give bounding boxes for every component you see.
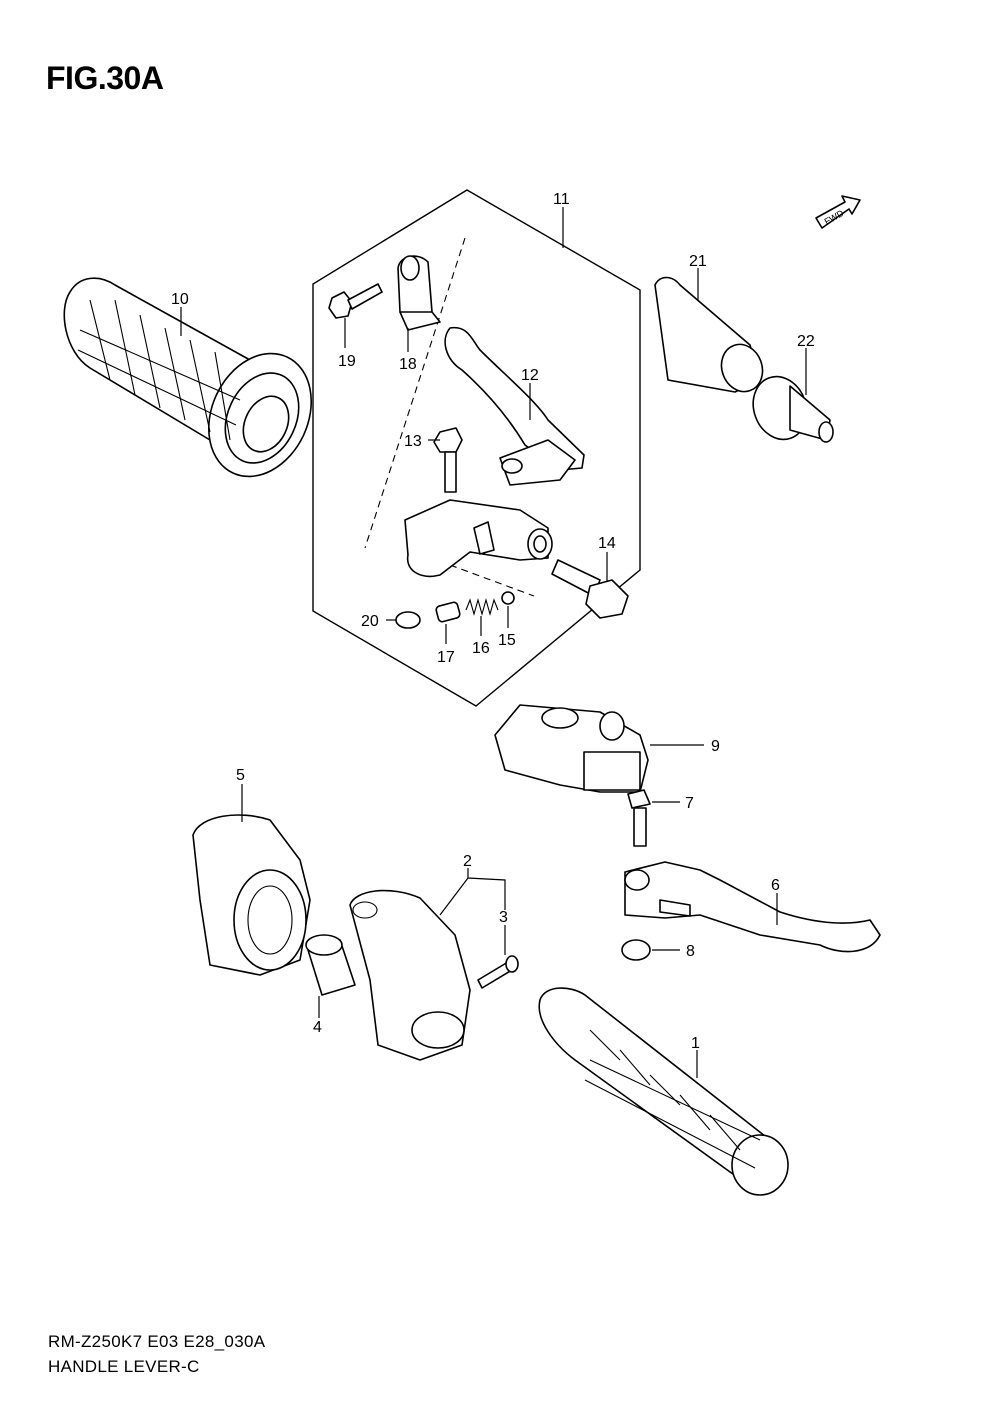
dashed-guide (364, 237, 466, 549)
callout-5: 5 (236, 767, 245, 784)
callout-19: 19 (338, 353, 356, 370)
adjuster-22 (752, 375, 834, 443)
cover-5 (192, 814, 311, 976)
left-grip (63, 277, 313, 478)
nut-8 (621, 939, 651, 961)
callout-6: 6 (771, 877, 780, 894)
cover-9 (494, 704, 649, 793)
callout-16: 16 (472, 640, 490, 657)
figure-caption: HANDLE LEVER-C (48, 1357, 200, 1376)
dashed-guide (449, 564, 535, 597)
model-code: RM-Z250K7 E03 E28_030A (48, 1332, 266, 1351)
callout-12: 12 (521, 367, 539, 384)
callout-1: 1 (691, 1035, 700, 1052)
callout-9: 9 (711, 738, 720, 755)
lever-6 (624, 861, 881, 953)
figure-title: FIG.30A (46, 60, 164, 96)
pin-17 (435, 601, 461, 623)
callout-21: 21 (689, 253, 707, 270)
callout-11: 11 (553, 191, 570, 208)
callout-10: 10 (171, 291, 189, 308)
callout-7: 7 (685, 795, 694, 812)
callout-15: 15 (498, 632, 516, 649)
adjuster-14 (551, 559, 629, 619)
lever-holder (404, 499, 553, 577)
bolt-13 (433, 427, 463, 493)
callout-17: 17 (437, 649, 455, 666)
bolt-19 (328, 283, 383, 319)
bolt-7 (627, 789, 651, 847)
callout-20: 20 (361, 613, 379, 630)
screw-3 (477, 955, 519, 989)
ball-15 (501, 591, 515, 605)
cover-21 (654, 276, 764, 393)
right-grip (538, 987, 789, 1196)
callout-2: 2 (463, 853, 472, 870)
callout-4: 4 (313, 1019, 322, 1036)
leader-2b (439, 877, 469, 916)
collar-4 (305, 934, 356, 996)
callout-18: 18 (399, 356, 417, 373)
leader-2 (467, 868, 506, 910)
assembly-outline (312, 189, 641, 707)
fwd-arrow-icon: FWD (815, 195, 861, 229)
callout-13: 13 (404, 433, 422, 450)
callout-14: 14 (598, 535, 616, 552)
spring-16 (465, 597, 499, 617)
callout-3: 3 (499, 909, 508, 926)
throttle-tube-2 (349, 889, 471, 1061)
callout-22: 22 (797, 333, 815, 350)
nut-20 (395, 611, 421, 629)
clamp-18 (397, 255, 441, 331)
callout-8: 8 (686, 943, 695, 960)
lever-12 (444, 326, 585, 486)
